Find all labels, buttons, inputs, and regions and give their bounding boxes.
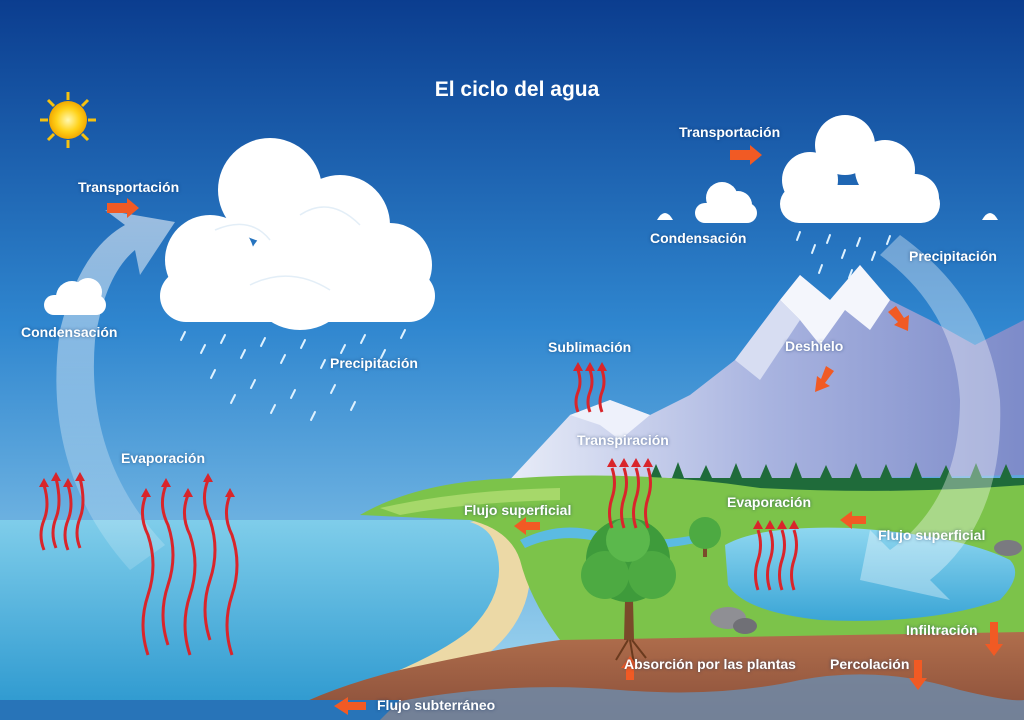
transport-arrow-right — [730, 145, 762, 165]
label-snowmelt: Deshielo — [785, 338, 844, 354]
rocks — [710, 540, 1022, 634]
label-plant-absorption: Absorción por las plantas — [624, 656, 796, 672]
surface-flow-arrow-left — [514, 517, 540, 535]
rain-right — [796, 231, 891, 279]
label-transport-right: Transportación — [679, 124, 781, 140]
label-surface-flow-right: Flujo superficial — [878, 527, 986, 543]
label-evaporation-left: Evaporación — [121, 450, 206, 466]
absorption-arrow — [621, 656, 639, 680]
diagram-title: El ciclo del agua — [434, 78, 600, 101]
small-tree-icon — [689, 517, 721, 557]
label-transport-left: Transportación — [78, 179, 180, 195]
cycle-arrow-right — [860, 235, 1001, 600]
rain-left — [180, 329, 406, 421]
snowmelt-arrow-top — [888, 306, 909, 331]
label-sublimation: Sublimación — [548, 339, 632, 355]
label-precipitation-left: Precipitación — [330, 355, 418, 371]
groundwater-arrow — [334, 697, 366, 715]
surface-flow-arrow-right — [840, 511, 866, 529]
label-evaporation-right: Evaporación — [727, 494, 812, 510]
cloud-right-small — [657, 182, 998, 223]
percolation-arrow — [909, 660, 927, 690]
sublimation-arrows — [574, 369, 606, 413]
label-condensation-left: Condensación — [21, 324, 118, 340]
groundwater — [360, 674, 1024, 720]
transport-arrow-left — [107, 198, 139, 218]
cloud-large — [160, 138, 435, 330]
label-transpiration: Transpiración — [577, 432, 669, 448]
label-condensation-right: Condensación — [650, 230, 747, 246]
label-percolation: Percolación — [830, 656, 910, 672]
label-groundwater-flow: Flujo subterráneo — [377, 697, 496, 713]
snowmelt-arrow-bottom — [815, 366, 834, 392]
sun-icon — [40, 92, 96, 148]
label-infiltration: Infiltración — [906, 622, 978, 638]
evaporation-arrows-ocean — [39, 477, 239, 656]
evaporation-arrows-lake — [754, 529, 798, 591]
tree-icon — [581, 518, 676, 665]
transpiration-arrows — [608, 467, 652, 529]
label-precipitation-right: Precipitación — [909, 248, 997, 264]
mountain-range — [505, 265, 1024, 485]
cloud-small-left — [44, 278, 106, 315]
cloud-right — [780, 115, 940, 223]
infiltration-arrow — [985, 622, 1003, 656]
label-surface-flow-left: Flujo superficial — [464, 502, 572, 518]
